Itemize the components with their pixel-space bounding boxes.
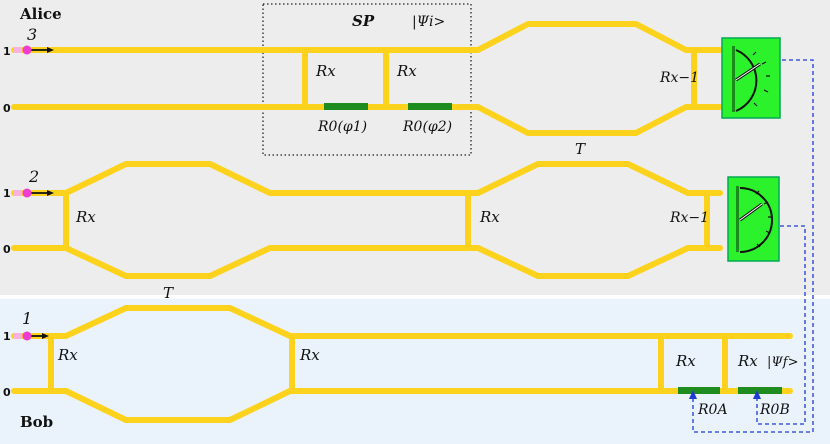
rail-1-lower	[11, 388, 793, 423]
photon-source-icon	[14, 188, 54, 198]
r0a-label: R0A	[697, 402, 728, 418]
photon-2-circuit	[11, 161, 723, 279]
t-label: T	[163, 284, 174, 302]
rail-label-0: 0	[3, 243, 11, 256]
photon-1-label: 1	[22, 309, 32, 328]
phase-shifter-1	[324, 103, 368, 110]
rx-label: Rx	[75, 208, 96, 226]
rx-label: Rx	[737, 352, 758, 370]
rx-label: Rx	[57, 346, 78, 364]
phase-shifter-2	[408, 103, 452, 110]
sp-label: SP	[352, 12, 375, 30]
photon-3-circuit	[11, 21, 723, 136]
rail-label-1: 1	[3, 187, 11, 200]
bob-label: Bob	[20, 413, 53, 431]
rail-2-upper	[11, 161, 723, 196]
psi-initial-label: |Ψi>	[412, 14, 445, 30]
photon-3-label: 3	[27, 25, 37, 44]
rx-label: Rx	[315, 62, 336, 80]
detector-icon	[727, 176, 780, 262]
r0-phi1-label: R0(φ1)	[317, 119, 367, 135]
phase-shifter-r0a	[678, 387, 720, 394]
r0b-label: R0B	[759, 402, 790, 418]
psi-final-label: |Ψf>	[767, 355, 798, 370]
rx-inverse-label: Rx−1	[659, 70, 699, 86]
photon-1-circuit	[11, 305, 793, 423]
phase-shifter-r0b	[738, 387, 782, 394]
photon-source-icon	[14, 331, 49, 341]
rail-label-1: 1	[3, 45, 11, 58]
r0-phi2-label: R0(φ2)	[402, 119, 452, 135]
rx-label: Rx	[396, 62, 417, 80]
feedforward-arrowhead-b	[753, 390, 761, 399]
rail-label-0: 0	[3, 102, 11, 115]
feedforward-arrow-icon	[692, 59, 814, 433]
rx-label: Rx	[675, 352, 696, 370]
rail-label-1: 1	[3, 330, 11, 343]
alice-label: Alice	[19, 5, 62, 23]
sp-box	[262, 3, 472, 156]
t-label: T	[575, 140, 586, 158]
rail-1-upper	[11, 305, 793, 339]
detector-icon	[721, 37, 781, 119]
rx-label: Rx	[299, 346, 320, 364]
feedforward-arrowhead-a	[689, 390, 697, 399]
photon-source-icon	[14, 45, 54, 55]
rx-label: Rx	[479, 208, 500, 226]
rx-inverse-label: Rx−1	[669, 210, 709, 226]
rail-label-0: 0	[3, 386, 11, 399]
photon-2-label: 2	[28, 167, 39, 186]
rail-2-lower	[11, 245, 723, 279]
